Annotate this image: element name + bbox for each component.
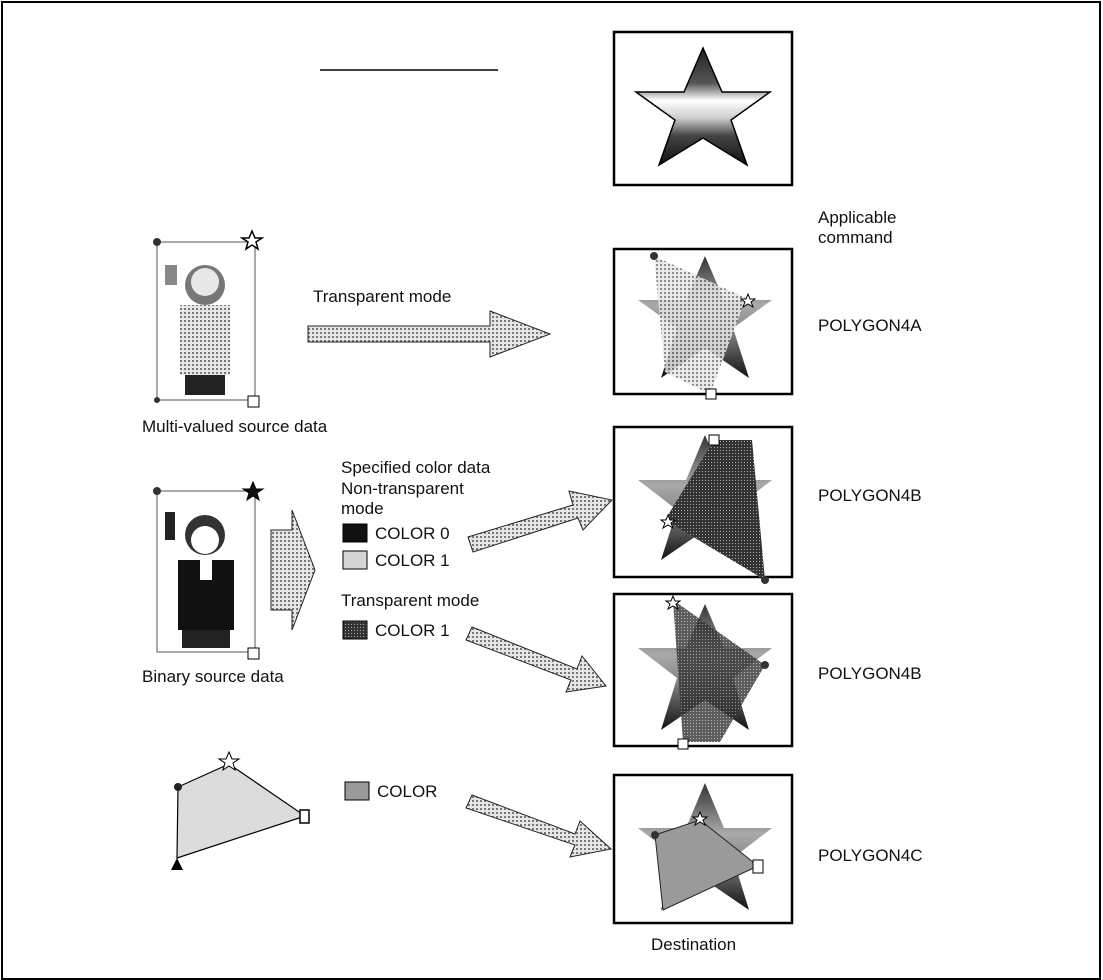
specified-color-data-label: Specified color data xyxy=(341,458,491,477)
command-polygon4b-2: POLYGON4B xyxy=(818,664,922,683)
destination-polygon4b-1 xyxy=(612,425,794,584)
command-polygon4b-1: POLYGON4B xyxy=(818,486,922,505)
quad-source xyxy=(171,750,310,870)
arrow-row2 xyxy=(467,490,613,553)
command-polygon4a: POLYGON4A xyxy=(818,316,922,335)
binary-source-image xyxy=(153,480,265,660)
swatch-color1-a xyxy=(342,550,368,570)
multi-valued-source-image xyxy=(153,229,265,408)
command-polygon4c: POLYGON4C xyxy=(818,846,923,865)
color1-label-b: COLOR 1 xyxy=(375,621,450,640)
swatch-color1-b xyxy=(342,620,368,640)
texture-star-box xyxy=(612,30,794,187)
destination-polygon4b-2 xyxy=(612,592,794,750)
transparent-mode-label-2: Transparent mode xyxy=(341,591,480,610)
arrow-row3 xyxy=(465,626,607,693)
multi-valued-source-label: Multi-valued source data xyxy=(142,417,328,436)
destination-polygon4c xyxy=(612,773,794,925)
color1-label-a: COLOR 1 xyxy=(375,551,450,570)
non-transparent-mode-label: Non-transparent mode xyxy=(341,479,464,518)
transparent-mode-label-1: Transparent mode xyxy=(313,287,452,306)
swatch-color0 xyxy=(342,523,368,543)
arrow-binary xyxy=(270,509,316,631)
arrow-row1 xyxy=(307,310,552,358)
arrow-row4 xyxy=(465,794,613,858)
color-label: COLOR xyxy=(377,782,438,801)
destination-polygon4a xyxy=(612,247,794,400)
swatch-color xyxy=(344,781,370,801)
applicable-command-header: Applicable command xyxy=(818,208,897,247)
destination-label: Destination xyxy=(651,935,737,954)
color0-label: COLOR 0 xyxy=(375,524,450,543)
binary-source-label: Binary source data xyxy=(142,667,284,686)
